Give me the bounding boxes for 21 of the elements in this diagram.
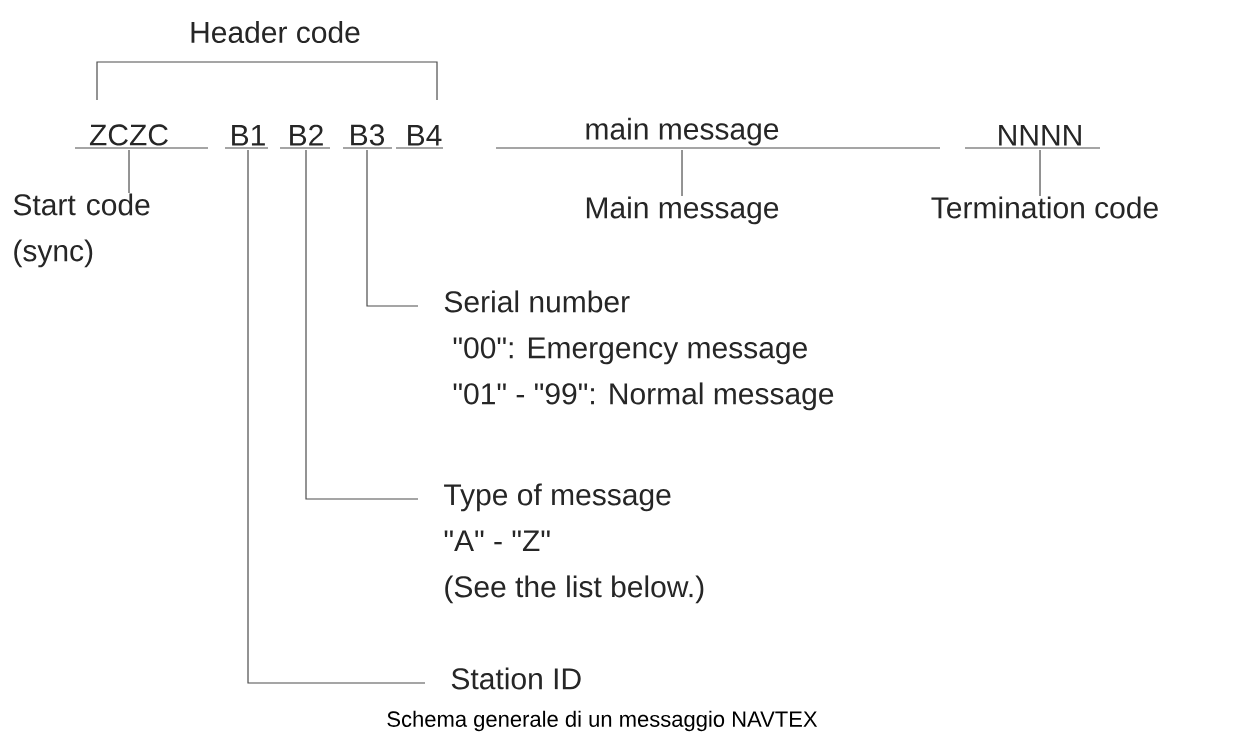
leader-line <box>366 149 419 307</box>
leader-line <box>305 149 419 500</box>
leader-line <box>1039 149 1041 197</box>
underlined-code: B3 <box>342 124 393 149</box>
description-text: Station ID <box>451 667 581 690</box>
description-text: Type of message "A" - "Z" (See the list below.) <box>444 483 704 604</box>
leader-line <box>681 149 683 197</box>
leader-line <box>247 149 426 684</box>
underlined-code: ZCZC <box>74 124 209 149</box>
heading: Header code <box>191 21 360 43</box>
underlined-code: B1 <box>224 124 269 149</box>
description-text: Main message <box>586 196 779 225</box>
caption: Schema generale di un messaggio NAVTEX <box>387 710 818 732</box>
description-text: Termination code <box>931 196 1158 219</box>
underlined-code: main message <box>495 117 941 149</box>
underlined-code: NNNN <box>964 124 1101 149</box>
description-text: Serial number "00": Emergency message "01" - "99": Normal message <box>444 290 834 411</box>
underlined-code: B4 <box>395 124 444 149</box>
underlined-code: B2 <box>279 124 331 149</box>
leader-line <box>128 149 130 194</box>
description-text: Start code (sync) <box>13 193 150 268</box>
